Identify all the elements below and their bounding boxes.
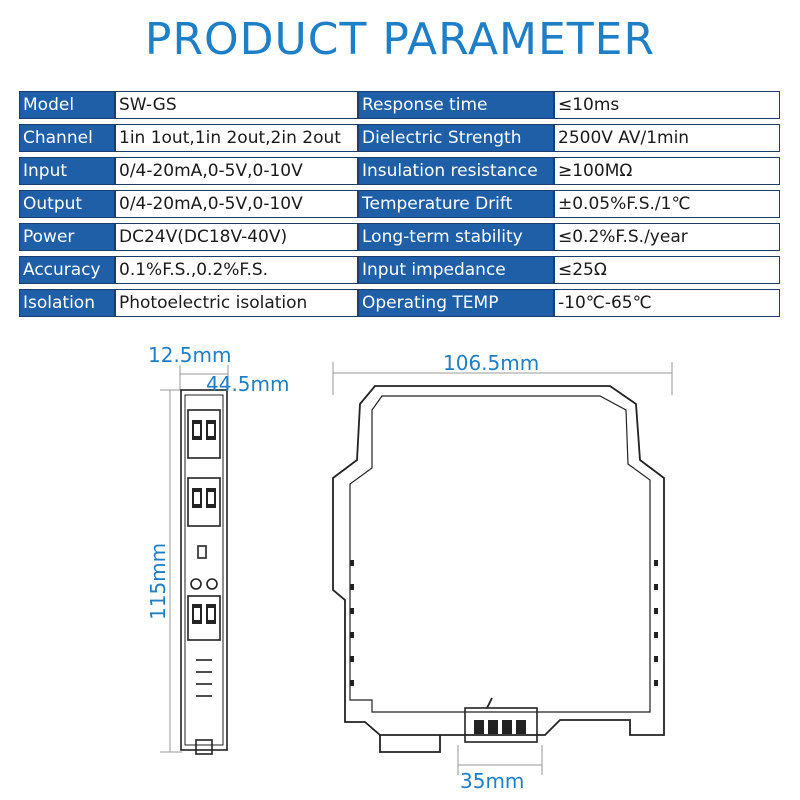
table-row: Isolation Photoelectric isolation Operat… [19, 289, 780, 317]
param-value: Photoelectric isolation [115, 289, 358, 317]
param-value: 0.1%F.S.,0.2%F.S. [115, 256, 358, 284]
table-row: Input 0/4-20mA,0-5V,0-10V Insulation res… [19, 157, 780, 185]
page-title: PRODUCT PARAMETER [144, 14, 656, 65]
dim-rail-label: 35mm [460, 769, 524, 793]
dim-height-label: 115mm [146, 543, 170, 620]
param-label: Channel [19, 124, 115, 152]
front-view-drawing [332, 362, 673, 775]
param-value: DC24V(DC18V-40V) [115, 223, 358, 251]
param-value: ≤0.2%F.S./year [554, 223, 780, 251]
param-value: ±0.05%F.S./1℃ [554, 190, 780, 218]
dimension-drawing: 12.5mm 44.5mm 115mm 106.5mm 35mm [146, 343, 673, 793]
dim-depth-label: 44.5mm [206, 372, 290, 396]
dim-length-label: 106.5mm [443, 351, 539, 375]
param-value: -10℃-65℃ [554, 289, 780, 317]
param-label: Long-term stability [358, 223, 554, 251]
param-label: Input impedance [358, 256, 554, 284]
param-label: Accuracy [19, 256, 115, 284]
param-label: Response time [358, 91, 554, 119]
param-label: Operating TEMP [358, 289, 554, 317]
parameter-table: Model SW-GS Response time ≤10ms Channel … [19, 86, 780, 322]
param-label: Model [19, 91, 115, 119]
param-value: 2500V AV/1min [554, 124, 780, 152]
table-row: Accuracy 0.1%F.S.,0.2%F.S. Input impedan… [19, 256, 780, 284]
param-value: SW-GS [115, 91, 358, 119]
param-label: Power [19, 223, 115, 251]
param-label: Dielectric Strength [358, 124, 554, 152]
table-row: Channel 1in 1out,1in 2out,2in 2out Diele… [19, 124, 780, 152]
param-label: Output [19, 190, 115, 218]
param-label: Input [19, 157, 115, 185]
param-label: Temperature Drift [358, 190, 554, 218]
param-value: 0/4-20mA,0-5V,0-10V [115, 190, 358, 218]
table-row: Output 0/4-20mA,0-5V,0-10V Temperature D… [19, 190, 780, 218]
param-value: 0/4-20mA,0-5V,0-10V [115, 157, 358, 185]
param-label: Isolation [19, 289, 115, 317]
table-row: Model SW-GS Response time ≤10ms [19, 91, 780, 119]
param-value: 1in 1out,1in 2out,2in 2out [115, 124, 358, 152]
param-value: ≥100MΩ [554, 157, 780, 185]
table-row: Power DC24V(DC18V-40V) Long-term stabili… [19, 223, 780, 251]
param-value: ≤25Ω [554, 256, 780, 284]
param-value: ≤10ms [554, 91, 780, 119]
side-view-drawing [160, 365, 229, 755]
dim-width-label: 12.5mm [148, 343, 232, 367]
param-label: Insulation resistance [358, 157, 554, 185]
